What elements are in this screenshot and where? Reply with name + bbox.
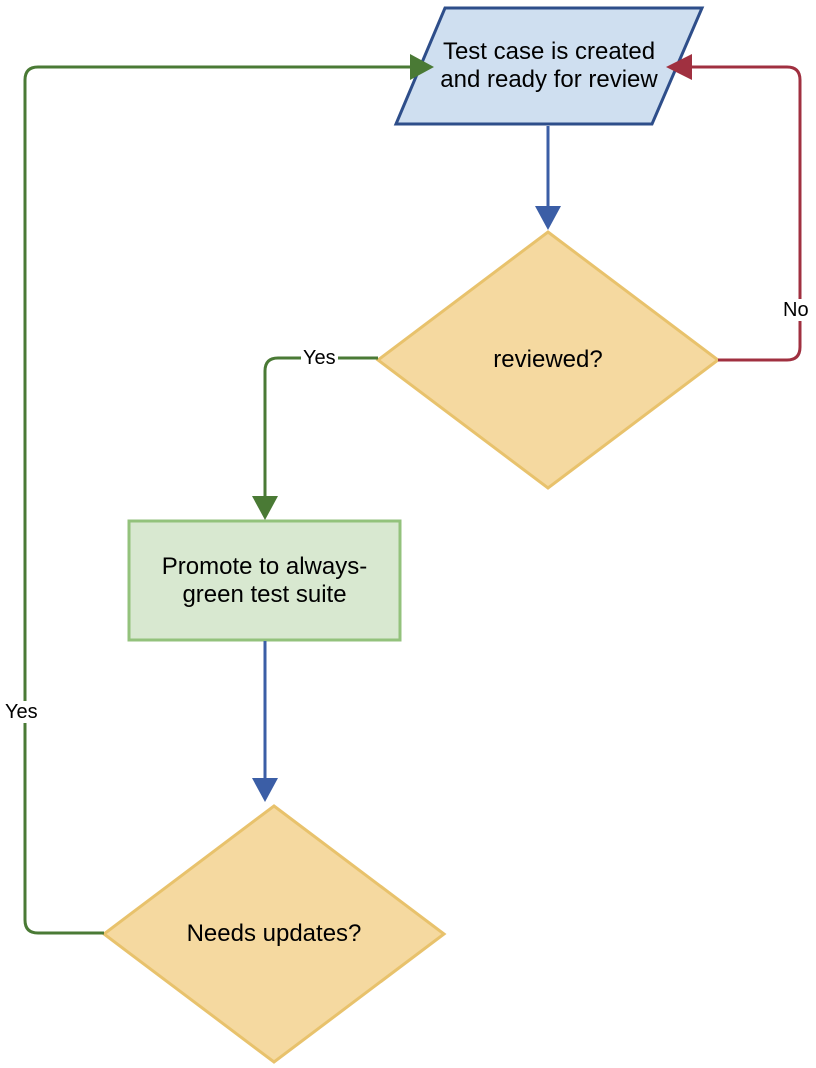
arrowhead-needs-updates-yes <box>410 54 434 80</box>
needs-updates-shape <box>101 804 447 1064</box>
test-case-label: Test case is created and ready for revie… <box>440 38 658 93</box>
connector-needs-updates-yes <box>23 65 412 935</box>
needs-updates-yes-label: Yes <box>3 701 40 723</box>
reviewed-yes-label: Yes <box>301 347 338 369</box>
arrowhead-reviewed-yes <box>252 496 278 520</box>
arrowhead-reviewed-no <box>666 54 692 80</box>
connector-reviewed-yes <box>263 356 378 496</box>
reviewed-shape <box>375 230 721 490</box>
test-case-shape <box>393 6 705 126</box>
reviewed-label: reviewed? <box>493 346 603 373</box>
promote-shape <box>127 519 402 642</box>
connector-reviewed-no <box>688 65 802 362</box>
promote-label: Promote to always-green test suite <box>161 553 368 608</box>
arrowhead-promote-to-needs-updates <box>252 778 278 802</box>
arrowhead-test-case-to-reviewed <box>535 206 561 230</box>
needs-updates-label: Needs updates? <box>186 920 362 947</box>
reviewed-no-label: No <box>781 299 811 321</box>
